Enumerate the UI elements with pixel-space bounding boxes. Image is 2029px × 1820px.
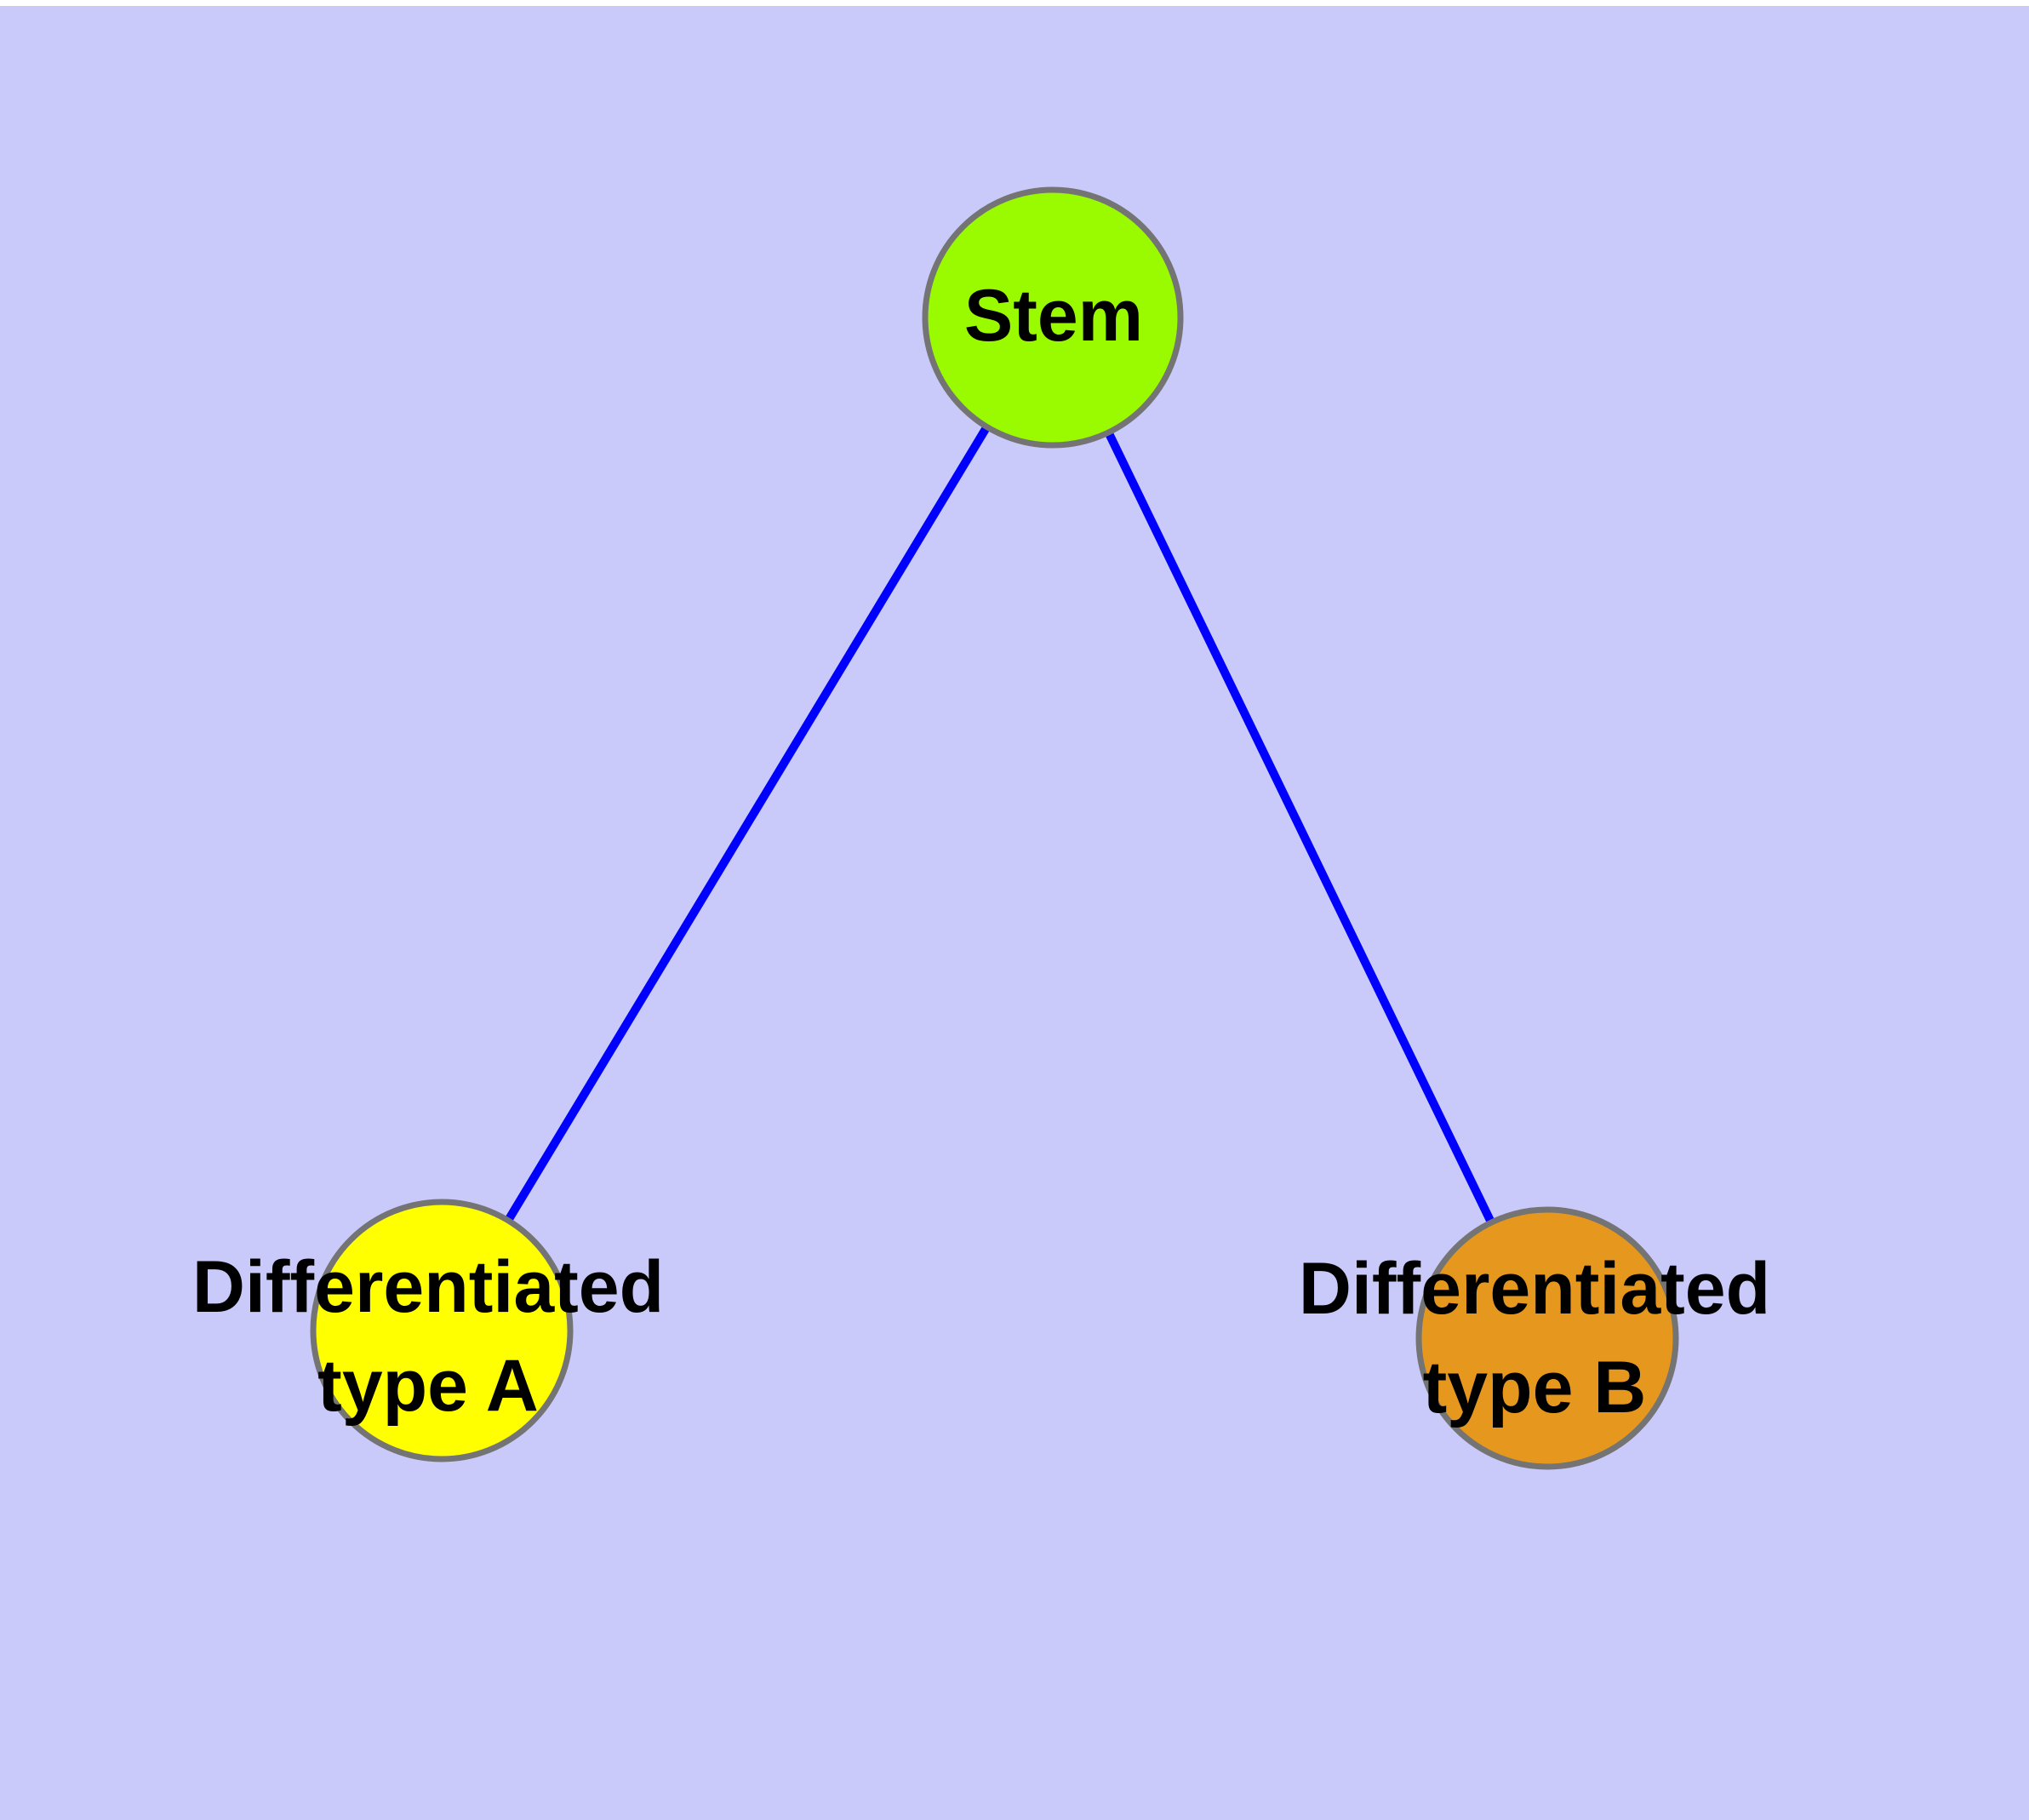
node-type-a-circle [310,1199,574,1462]
edge-stem-to-type-b [1049,315,1552,1341]
node-type-b-circle [1415,1206,1679,1470]
edge-stem-to-type-a [437,315,1057,1333]
node-stem-circle [922,186,1184,449]
